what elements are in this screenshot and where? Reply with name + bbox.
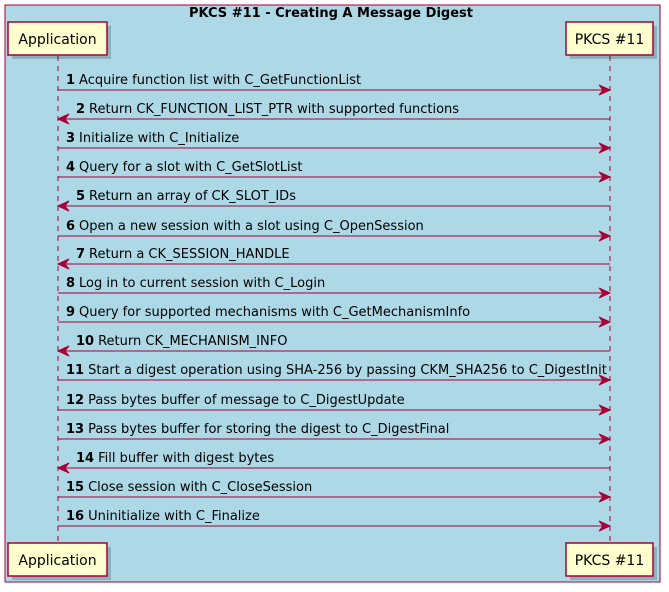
arrowhead-icon — [598, 230, 612, 242]
participant-pkcs11-bottom: PKCS #11 — [565, 542, 657, 580]
message-number: 5 — [76, 189, 85, 204]
participant-application-bottom: Application — [7, 542, 111, 580]
message-number: 12 — [66, 393, 84, 408]
message-text: Pass bytes buffer for storing the digest… — [88, 422, 449, 437]
message-text: Return an array of CK_SLOT_IDs — [89, 189, 296, 204]
message-label: 5 Return an array of CK_SLOT_IDs — [76, 189, 296, 204]
message-label: 9 Query for supported mechanisms with C_G… — [66, 305, 470, 320]
participant-label: PKCS #11 — [575, 553, 645, 569]
message-number: 16 — [66, 509, 84, 524]
message-13: 13 Pass bytes buffer for storing the dige… — [58, 422, 612, 445]
message-8: 8 Log in to current session with C_Login — [58, 276, 612, 299]
message-label: 3 Initialize with C_Initialize — [66, 131, 239, 146]
arrowhead-icon — [598, 171, 612, 183]
message-number: 9 — [66, 305, 75, 320]
arrowhead-icon — [598, 491, 612, 503]
message-2: 2 Return CK_FUNCTION_LIST_PTR with suppor… — [56, 102, 610, 125]
message-number: 3 — [66, 131, 75, 146]
message-9: 9 Query for supported mechanisms with C_G… — [58, 305, 612, 328]
message-number: 11 — [66, 363, 84, 378]
diagram-title: PKCS #11 - Creating A Message Digest — [189, 6, 473, 21]
message-label: 11 Start a digest operation using SHA-256… — [66, 363, 607, 378]
participant-label: Application — [18, 553, 96, 569]
message-number: 15 — [66, 480, 84, 495]
message-14: 14 Fill buffer with digest bytes — [56, 451, 610, 474]
message-number: 8 — [66, 276, 75, 291]
message-label: 6 Open a new session with a slot using C_… — [66, 219, 424, 234]
message-6: 6 Open a new session with a slot using C_… — [58, 219, 612, 242]
message-text: Log in to current session with C_Login — [79, 276, 325, 291]
participant-label: PKCS #11 — [575, 32, 645, 48]
message-number: 6 — [66, 219, 75, 234]
message-label: 1 Acquire function list with C_GetFunctio… — [66, 73, 361, 88]
message-text: Pass bytes buffer of message to C_Digest… — [88, 393, 405, 408]
message-number: 10 — [76, 334, 94, 349]
participant-application-top: Application — [7, 21, 111, 59]
messages: 1 Acquire function list with C_GetFunctio… — [56, 73, 612, 532]
message-text: Query for supported mechanisms with C_Ge… — [79, 305, 470, 320]
arrowhead-icon — [56, 113, 70, 125]
participant-label: Application — [18, 32, 96, 48]
message-5: 5 Return an array of CK_SLOT_IDs — [56, 189, 610, 212]
message-text: Uninitialize with C_Finalize — [88, 509, 260, 524]
message-text: Return a CK_SESSION_HANDLE — [89, 247, 290, 262]
arrowhead-icon — [56, 462, 70, 474]
message-label: 15 Close session with C_CloseSession — [66, 480, 312, 495]
message-text: Close session with C_CloseSession — [88, 480, 312, 495]
message-12: 12 Pass bytes buffer of message to C_Dige… — [58, 393, 612, 416]
arrowhead-icon — [56, 258, 70, 270]
message-number: 7 — [76, 247, 85, 262]
message-text: Query for a slot with C_GetSlotList — [79, 160, 302, 175]
message-4: 4 Query for a slot with C_GetSlotList — [58, 160, 612, 183]
arrowhead-icon — [598, 433, 612, 445]
message-label: 4 Query for a slot with C_GetSlotList — [66, 160, 302, 175]
message-7: 7 Return a CK_SESSION_HANDLE — [56, 247, 610, 270]
arrowhead-icon — [598, 142, 612, 154]
arrowhead-icon — [598, 520, 612, 532]
arrowhead-icon — [598, 316, 612, 328]
participant-pkcs11-top: PKCS #11 — [565, 21, 657, 59]
message-label: 2 Return CK_FUNCTION_LIST_PTR with suppor… — [76, 102, 459, 117]
message-label: 7 Return a CK_SESSION_HANDLE — [76, 247, 290, 262]
message-16: 16 Uninitialize with C_Finalize — [58, 509, 612, 532]
arrowhead-icon — [598, 374, 612, 386]
arrowhead-icon — [56, 345, 70, 357]
message-text: Open a new session with a slot using C_O… — [79, 219, 424, 234]
message-number: 1 — [66, 73, 75, 88]
message-label: 12 Pass bytes buffer of message to C_Dige… — [66, 393, 405, 408]
message-11: 11 Start a digest operation using SHA-256… — [58, 363, 612, 386]
message-text: Fill buffer with digest bytes — [98, 451, 274, 466]
message-text: Start a digest operation using SHA-256 b… — [88, 363, 607, 378]
message-label: 14 Fill buffer with digest bytes — [76, 451, 274, 466]
arrowhead-icon — [598, 84, 612, 96]
message-number: 13 — [66, 422, 84, 437]
message-text: Initialize with C_Initialize — [79, 131, 239, 146]
message-label: 8 Log in to current session with C_Login — [66, 276, 325, 291]
message-number: 4 — [66, 160, 75, 175]
message-number: 14 — [76, 451, 94, 466]
message-label: 16 Uninitialize with C_Finalize — [66, 509, 260, 524]
arrowhead-icon — [598, 287, 612, 299]
message-label: 13 Pass bytes buffer for storing the dige… — [66, 422, 449, 437]
message-label: 10 Return CK_MECHANISM_INFO — [76, 334, 287, 349]
message-10: 10 Return CK_MECHANISM_INFO — [56, 334, 610, 357]
message-text: Acquire function list with C_GetFunction… — [79, 73, 361, 88]
arrowhead-icon — [56, 200, 70, 212]
message-number: 2 — [76, 102, 85, 117]
arrowhead-icon — [598, 404, 612, 416]
message-text: Return CK_MECHANISM_INFO — [98, 334, 287, 349]
message-text: Return CK_FUNCTION_LIST_PTR with support… — [89, 102, 459, 117]
message-3: 3 Initialize with C_Initialize — [58, 131, 612, 154]
message-1: 1 Acquire function list with C_GetFunctio… — [58, 73, 612, 96]
message-15: 15 Close session with C_CloseSession — [58, 480, 612, 503]
